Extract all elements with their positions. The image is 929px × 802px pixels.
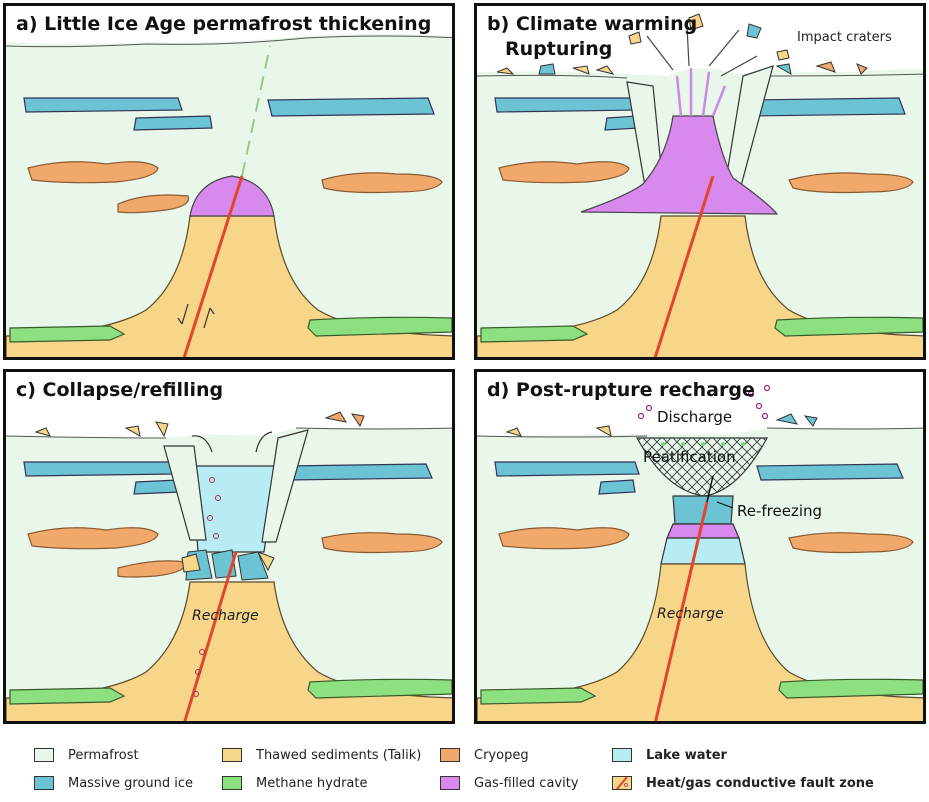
- legend-label: Gas-filled cavity: [474, 775, 579, 791]
- cryopeg: [117, 194, 190, 214]
- panel-a: a) Little Ice Age permafrost thickening: [3, 3, 455, 360]
- legend-label: Cryopeg: [474, 747, 529, 763]
- ground-ice-swatch: [34, 776, 54, 790]
- peatification-label: Peatification: [643, 448, 736, 466]
- impact-craters-label: Impact craters: [797, 30, 892, 45]
- recharge-label-d: Recharge: [657, 606, 724, 622]
- cryopeg: [321, 172, 443, 194]
- lake-water-swatch: [612, 748, 632, 762]
- panel-c: c) Collapse/refilling Recharge: [3, 369, 455, 724]
- recharge-label: Recharge: [192, 608, 259, 624]
- ice-lens: [267, 97, 435, 117]
- panel-b: b) Climate warming Rupturing Impact crat…: [474, 3, 926, 360]
- hydrate: [307, 316, 452, 337]
- discharge-label: Discharge: [657, 408, 733, 426]
- refreezing-label: Re-freezing: [737, 502, 823, 520]
- panel-b-subtitle: Rupturing: [505, 38, 613, 60]
- legend-label: Heat/gas conductive fault zone: [646, 775, 874, 791]
- legend-item-talik: Thawed sediments (Talik): [222, 744, 421, 766]
- panel-a-diagram: [6, 6, 452, 357]
- permafrost-swatch: [34, 748, 54, 762]
- cryopeg: [27, 161, 159, 184]
- gas-cavity-swatch: [440, 776, 460, 790]
- talik-swatch: [222, 748, 242, 762]
- legend-item-permafrost: Permafrost: [34, 744, 139, 766]
- legend-item-cryopeg: Cryopeg: [440, 744, 529, 766]
- methane-hydrate-swatch: [222, 776, 242, 790]
- legend-item-methane-hydrate: Methane hydrate: [222, 772, 367, 794]
- legend-item-fault-zone: Heat/gas conductive fault zone: [612, 772, 874, 794]
- fault-zone-swatch: [612, 776, 632, 790]
- panel-c-diagram: [6, 372, 452, 721]
- hydrate: [9, 325, 126, 343]
- ice-lens: [133, 115, 213, 131]
- panel-d-title: d) Post-rupture recharge: [487, 379, 755, 401]
- legend-label: Massive ground ice: [68, 775, 194, 791]
- cryopeg-swatch: [440, 748, 460, 762]
- legend: Permafrost Thawed sediments (Talik) Cryo…: [0, 726, 929, 802]
- legend-label: Permafrost: [68, 747, 139, 763]
- legend-item-ground-ice: Massive ground ice: [34, 772, 193, 794]
- fault-line: [182, 175, 244, 357]
- panel-b-diagram: [477, 6, 923, 357]
- panel-a-title: a) Little Ice Age permafrost thickening: [16, 13, 432, 35]
- legend-label: Thawed sediments (Talik): [256, 747, 422, 763]
- legend-item-lake-water: Lake water: [612, 744, 727, 766]
- panel-b-title: b) Climate warming: [487, 13, 698, 35]
- legend-label: Methane hydrate: [256, 775, 368, 791]
- legend-label: Lake water: [646, 747, 727, 763]
- ice-lens: [23, 97, 183, 113]
- fault-extension: [241, 45, 271, 177]
- panel-d: d) Post-rupture recharge Discharge Peati…: [474, 369, 926, 724]
- gas-cavity: [189, 175, 275, 217]
- panel-d-diagram: [477, 372, 923, 721]
- legend-item-gas-cavity: Gas-filled cavity: [440, 772, 579, 794]
- panel-c-title: c) Collapse/refilling: [16, 379, 224, 401]
- fault-zone-icon: [616, 777, 628, 789]
